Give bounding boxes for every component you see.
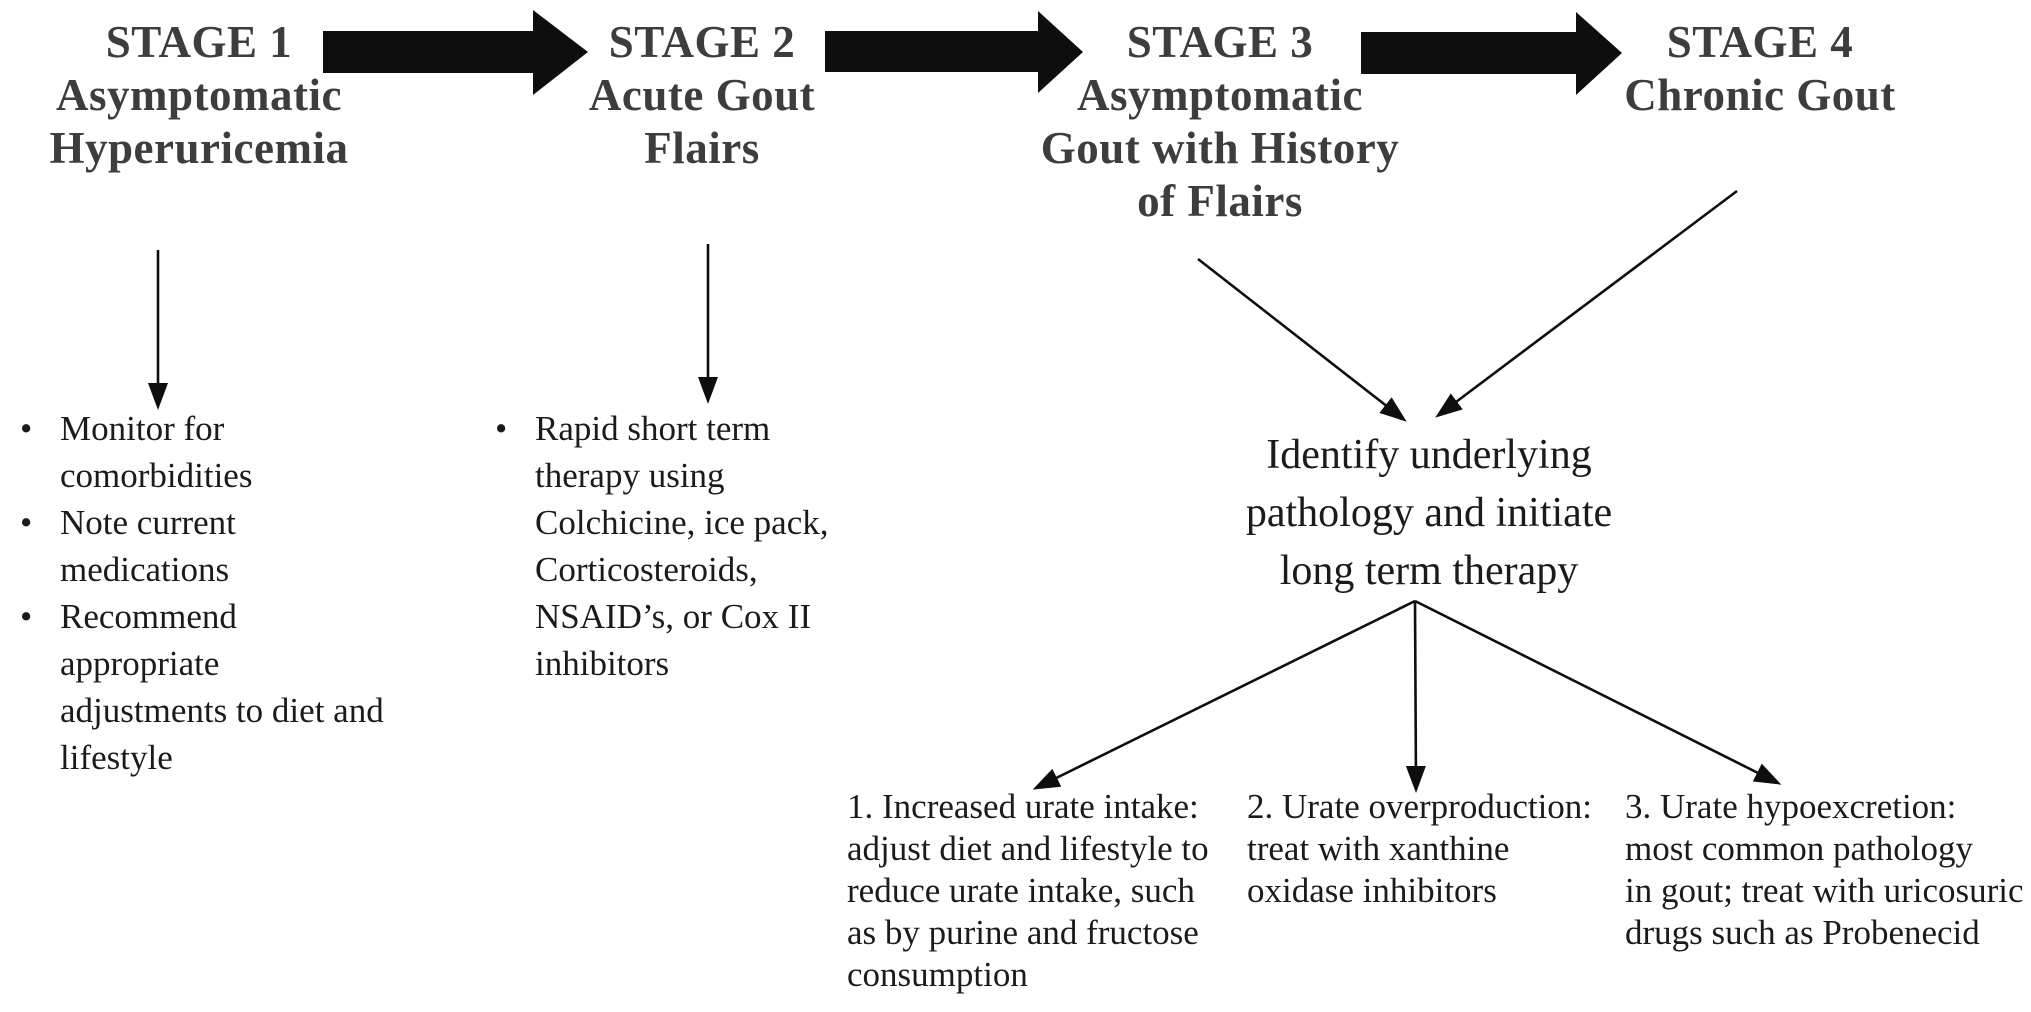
list-item-text: Note current medications <box>60 503 236 589</box>
list-item: • Rapid short term therapy using Colchic… <box>487 405 907 687</box>
converge-arrow-stage4-icon <box>1435 189 1738 418</box>
bullet-dot-icon: • <box>20 503 33 542</box>
list-item-text: Rapid short term therapy using Colchicin… <box>535 409 829 683</box>
stage-1-heading: STAGE 1 Asymptomatic Hyperuricemia <box>49 17 349 173</box>
flow-arrow-stage2-to-stage3-icon <box>825 11 1083 93</box>
branch-arrow-pathology3-icon <box>1414 599 1782 785</box>
pathology-item-1: 1. Increased urate intake: adjust diet a… <box>847 787 1209 994</box>
flow-arrow-stage1-to-stage2-icon <box>323 10 588 95</box>
list-item: • Note current medications <box>12 499 452 593</box>
list-item-text: Monitor for comorbidities <box>60 409 253 495</box>
bullet-dot-icon: • <box>20 597 33 636</box>
converge-arrow-stage3-icon <box>1197 257 1407 422</box>
bullet-dot-icon: • <box>20 409 33 448</box>
pathology-item-2: 2. Urate overproduction: treat with xant… <box>1247 787 1593 910</box>
stage-1-actions-list: • Monitor for comorbidities • Note curre… <box>12 405 452 781</box>
flow-arrow-stage3-to-stage4-icon <box>1361 12 1622 95</box>
list-item: • Monitor for comorbidities <box>12 405 452 499</box>
stage-3-heading: STAGE 3 Asymptomatic Gout with History o… <box>1040 17 1400 226</box>
list-item-text: Recommend appropriate adjustments to die… <box>60 597 384 777</box>
bullet-dot-icon: • <box>495 409 508 448</box>
pathology-item-3: 3. Urate hypoexcretion: most common path… <box>1625 787 2024 952</box>
stage-4-heading: STAGE 4 Chronic Gout <box>1624 17 1896 120</box>
stage-2-heading: STAGE 2 Acute Gout Flairs <box>588 17 816 173</box>
identify-pathology-node: Identify underlying pathology and initia… <box>1245 432 1613 594</box>
list-item: • Recommend appropriate adjustments to d… <box>12 593 452 781</box>
branch-arrow-pathology1-icon <box>1032 599 1416 790</box>
stage-2-actions-list: • Rapid short term therapy using Colchic… <box>487 405 907 687</box>
branch-arrow-pathology2-icon <box>1405 600 1426 793</box>
